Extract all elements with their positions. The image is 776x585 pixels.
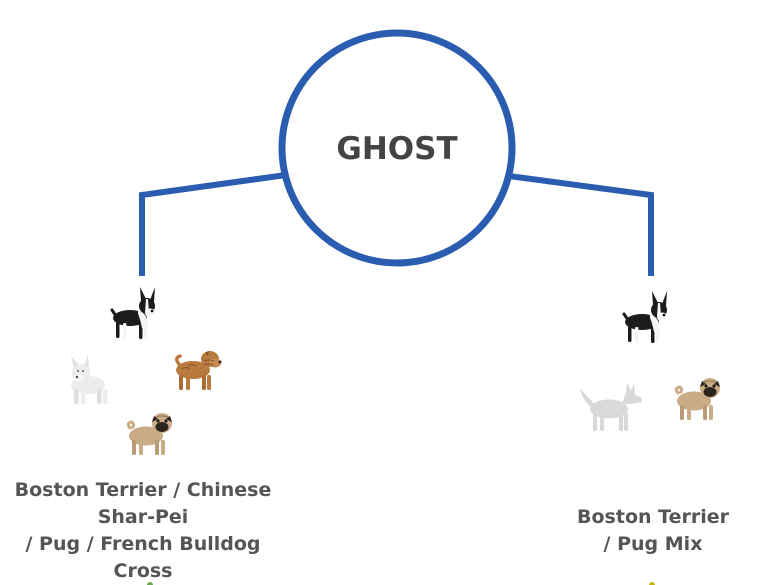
pug-icon	[126, 411, 174, 457]
parent-right-marker	[649, 582, 655, 585]
parent-left-label-line: / Pug / French Bulldog	[25, 533, 261, 555]
parent-left-label-line: Shar-Pei	[97, 506, 189, 528]
shar-pei-icon	[174, 349, 224, 392]
parent-right-label-line: Boston Terrier	[577, 506, 729, 528]
parent-right-label-line: / Pug Mix	[603, 533, 703, 555]
parent-left-breed-icons	[71, 285, 224, 457]
boston-terrier-icon	[622, 289, 669, 345]
unknown-dog-silhouette-icon	[580, 382, 642, 431]
parent-left-label-line: Boston Terrier / Chinese	[14, 479, 272, 501]
connector-right	[508, 173, 654, 276]
parent-left-marker	[147, 582, 153, 585]
connector-left	[139, 172, 287, 276]
french-bulldog-icon	[71, 355, 108, 404]
root-node-ring	[278, 29, 516, 267]
boston-terrier-icon	[110, 285, 157, 341]
root-node-label: GHOST	[336, 131, 457, 167]
root-node: GHOST	[278, 29, 516, 267]
parent-left-label: Boston Terrier / Chinese Shar-Pei / Pug …	[8, 477, 278, 585]
parent-right-breed-icons	[580, 289, 722, 431]
parent-right-label: Boston Terrier / Pug Mix	[550, 504, 756, 558]
pug-icon	[674, 376, 722, 422]
parent-left-label-line: Cross	[113, 560, 173, 582]
